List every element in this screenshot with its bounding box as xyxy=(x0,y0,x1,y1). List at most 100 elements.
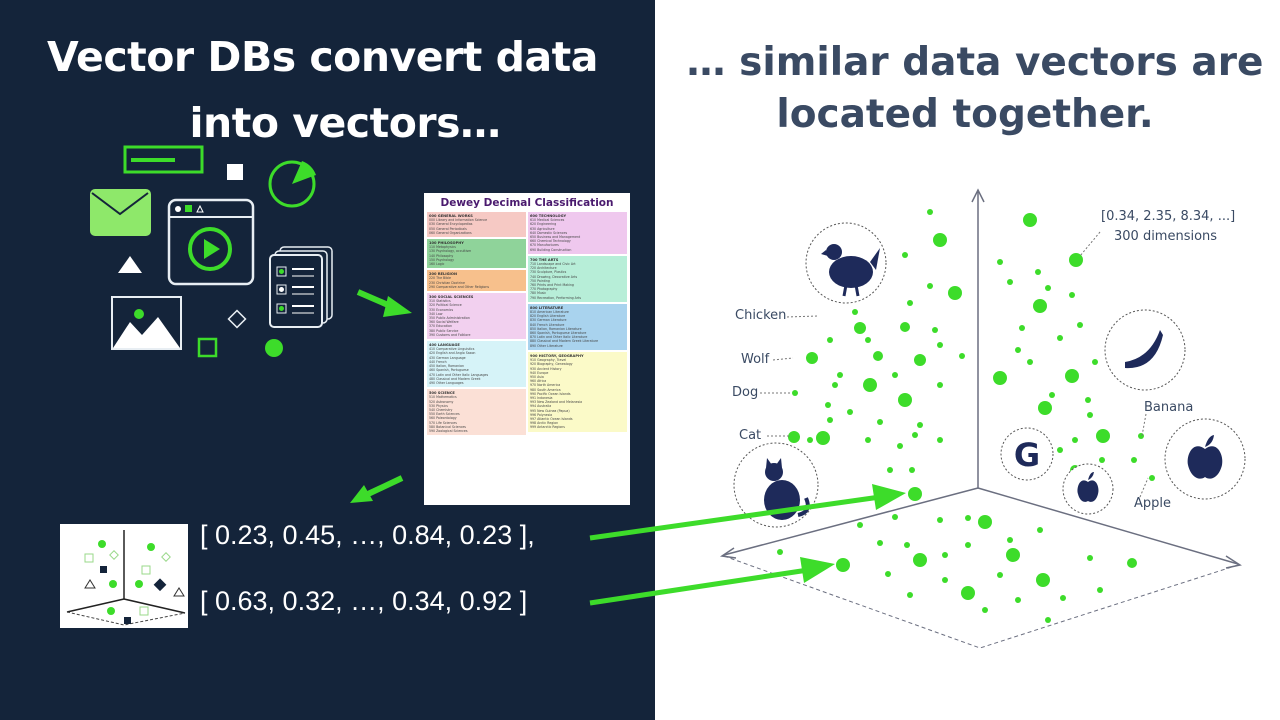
dewey-item: 290 Comparative and Other Religions xyxy=(429,284,490,289)
label-banana: Banana xyxy=(1144,400,1194,415)
vector-point xyxy=(978,515,992,529)
vector-point xyxy=(1019,325,1025,331)
vector-point xyxy=(914,354,926,366)
vector-point xyxy=(933,233,947,247)
dimensions-label: 300 dimensions xyxy=(1114,229,1218,244)
dewey-item: 560 Paleontology xyxy=(429,416,457,421)
vector-point xyxy=(1138,433,1144,439)
mail-icon xyxy=(90,189,151,236)
vector-point xyxy=(807,437,813,443)
dewey-item: 620 Engineering xyxy=(530,222,557,227)
dewey-item: 880 Classical and Modern Greek Literatur… xyxy=(530,339,599,344)
vector-point xyxy=(1015,347,1021,353)
dewey-item: 670 Manufactures xyxy=(530,243,559,248)
vector-point xyxy=(937,437,943,443)
dewey-item: 490 Other Languages xyxy=(429,380,464,385)
vector-point xyxy=(898,393,912,407)
vector-point xyxy=(836,558,850,572)
vector-point xyxy=(942,552,948,558)
vector-1: [ 0.23, 0.45, …, 0.84, 0.23 ], xyxy=(200,520,535,550)
dewey-item: 610 Medical Sciences xyxy=(530,218,565,223)
label-apple: Apple xyxy=(1134,496,1172,511)
vector-point xyxy=(1038,401,1052,415)
vector-point xyxy=(1087,412,1093,418)
dewey-item: 890 Other Literature xyxy=(530,343,563,348)
dewey-item: 720 Architecture xyxy=(530,266,557,271)
dewey-item: 000 Library and Information Science xyxy=(429,218,488,223)
dewey-item: 730 Sculpture, Plastics xyxy=(530,270,567,275)
label-dog: Dog xyxy=(732,385,759,400)
vector-point xyxy=(1057,447,1063,453)
dewey-item: 420 English and Anglo Saxon xyxy=(429,351,476,356)
vector-point xyxy=(997,259,1003,265)
vector-point xyxy=(997,572,1003,578)
vector-point xyxy=(908,487,922,501)
dewey-item: 750 Painting xyxy=(530,278,550,283)
vector-point xyxy=(965,515,971,521)
vector-point xyxy=(816,431,830,445)
vector-point xyxy=(1033,299,1047,313)
dewey-item: 460 Spanish, Portuguese xyxy=(429,368,469,373)
vector-point xyxy=(887,467,893,473)
dewey-item: 330 Economics xyxy=(429,307,454,312)
vector-point xyxy=(847,409,853,415)
documents-icon xyxy=(269,246,333,328)
dewey-section-heading: 300 SOCIAL SCIENCES xyxy=(429,295,474,300)
vector-point xyxy=(1045,617,1051,623)
dewey-item: 780 Music xyxy=(530,291,547,296)
vector-point xyxy=(1006,548,1020,562)
vector-point xyxy=(857,522,863,528)
vector-point xyxy=(927,283,933,289)
vector-point xyxy=(865,437,871,443)
square-icon xyxy=(227,164,243,180)
dewey-item: 140 Philosophy xyxy=(429,253,454,258)
vector-point xyxy=(832,382,838,388)
dewey-item: 830 German Literature xyxy=(530,318,567,323)
vector-point xyxy=(900,322,910,332)
dewey-item: 550 Earth Sciences xyxy=(429,412,460,417)
dewey-item: 480 Classical and Modern Greek xyxy=(429,376,481,381)
dewey-item: 580 Botanical Sciences xyxy=(429,424,466,429)
vector-point xyxy=(937,382,943,388)
dewey-item: 570 Life Sciences xyxy=(429,420,457,425)
dewey-item: 390 Customs and Folklore xyxy=(429,332,471,337)
dewey-item: 996 Polynesia xyxy=(530,412,553,417)
vector-point xyxy=(1036,573,1050,587)
dewey-item: 740 Drawing, Decorative Arts xyxy=(530,274,578,279)
vector-points xyxy=(742,209,1155,623)
dewey-item: 110 Metaphysics xyxy=(429,245,456,250)
dewey-item: 470 Latin and Other Italic Languages xyxy=(429,372,489,377)
dewey-item: 660 Chemical Technology xyxy=(530,239,571,244)
dewey-item: 640 Domestic Sciences xyxy=(530,230,568,235)
dewey-item: 710 Landscape and Civic Art xyxy=(530,262,576,267)
vector-point xyxy=(1096,429,1110,443)
dewey-item: 310 Statistics xyxy=(429,299,451,304)
vector-point xyxy=(937,517,943,523)
dewey-item: 940 Europe xyxy=(530,370,549,375)
vector-point xyxy=(852,309,858,315)
vector-point xyxy=(912,432,918,438)
dewey-section-heading: 500 SCIENCE xyxy=(429,391,455,396)
dewey-item: 520 Astronomy xyxy=(429,399,454,404)
dewey-item: 820 English Literature xyxy=(530,314,566,319)
dewey-section-heading: 400 LANGUAGE xyxy=(429,343,460,348)
dewey-item: 450 Italian, Romanian xyxy=(429,364,464,369)
vector-point xyxy=(927,209,933,215)
right-title-line2: located together. xyxy=(776,92,1154,137)
vector-point xyxy=(1087,555,1093,561)
vector-point xyxy=(777,549,783,555)
vector-point xyxy=(1045,285,1051,291)
leader-lines xyxy=(760,231,1149,498)
vector-point xyxy=(837,372,843,378)
vector-point xyxy=(877,419,883,425)
triangle-icon xyxy=(118,256,142,273)
vector-point xyxy=(937,342,943,348)
